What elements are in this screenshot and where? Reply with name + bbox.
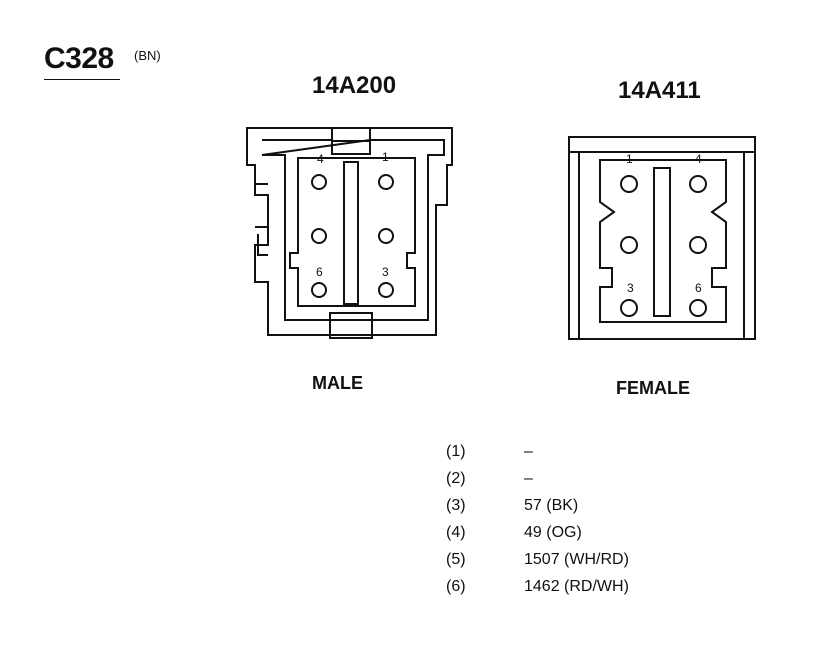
male-pin-label-4: 4 [317, 152, 324, 166]
connector-id: C328 [44, 42, 114, 75]
male-connector-diagram: 4 1 6 3 [246, 127, 453, 339]
pin-row: (4) 49 (OG) [446, 524, 629, 551]
title-underline [44, 79, 120, 80]
male-pin-3-socket [378, 282, 394, 298]
male-part-number: 14A200 [312, 72, 397, 99]
female-part-number: 14A411 [618, 77, 701, 104]
male-pin-5-socket [311, 228, 327, 244]
female-pin-label-1: 1 [626, 152, 633, 166]
female-pin-5-socket [689, 236, 707, 254]
pin-circuit: 49 (OG) [524, 524, 582, 541]
female-label: FEMALE [616, 378, 690, 398]
pin-circuit: 1462 (RD/WH) [524, 578, 629, 595]
female-pin-1-socket [620, 175, 638, 193]
female-pin-3-socket [620, 299, 638, 317]
pin-row: (5) 1507 (WH/RD) [446, 551, 629, 578]
male-label: MALE [312, 373, 363, 393]
pin-circuit-table: (1) – (2) – (3) 57 (BK) (4) 49 (OG) (5) … [446, 443, 629, 605]
male-pin-label-3: 3 [382, 265, 389, 279]
pin-circuit: 1507 (WH/RD) [524, 551, 629, 568]
pin-number: (3) [446, 497, 466, 514]
pin-circuit: – [524, 443, 533, 460]
male-pin-label-6: 6 [316, 265, 323, 279]
pin-row: (2) – [446, 470, 629, 497]
pin-number: (2) [446, 470, 466, 487]
male-pin-1-socket [378, 174, 394, 190]
female-pin-6-socket [689, 299, 707, 317]
pin-number: (1) [446, 443, 466, 460]
pin-number: (5) [446, 551, 466, 568]
male-pin-4-socket [311, 174, 327, 190]
connector-color-code: (BN) [134, 48, 161, 63]
female-pin-4-socket [689, 175, 707, 193]
pin-number: (6) [446, 578, 466, 595]
female-pin-label-3: 3 [627, 281, 634, 295]
pin-row: (3) 57 (BK) [446, 497, 629, 524]
pin-circuit: 57 (BK) [524, 497, 579, 514]
male-pin-6-socket [311, 282, 327, 298]
pin-row: (6) 1462 (RD/WH) [446, 578, 629, 605]
female-connector-diagram: 1 4 3 6 [568, 136, 756, 340]
female-pin-2-socket [620, 236, 638, 254]
male-pin-2-socket [378, 228, 394, 244]
male-pin-label-1: 1 [382, 150, 389, 164]
pin-number: (4) [446, 524, 466, 541]
pin-row: (1) – [446, 443, 629, 470]
female-pin-label-6: 6 [695, 281, 702, 295]
female-pin-label-4: 4 [695, 152, 702, 166]
pin-circuit: – [524, 470, 533, 487]
